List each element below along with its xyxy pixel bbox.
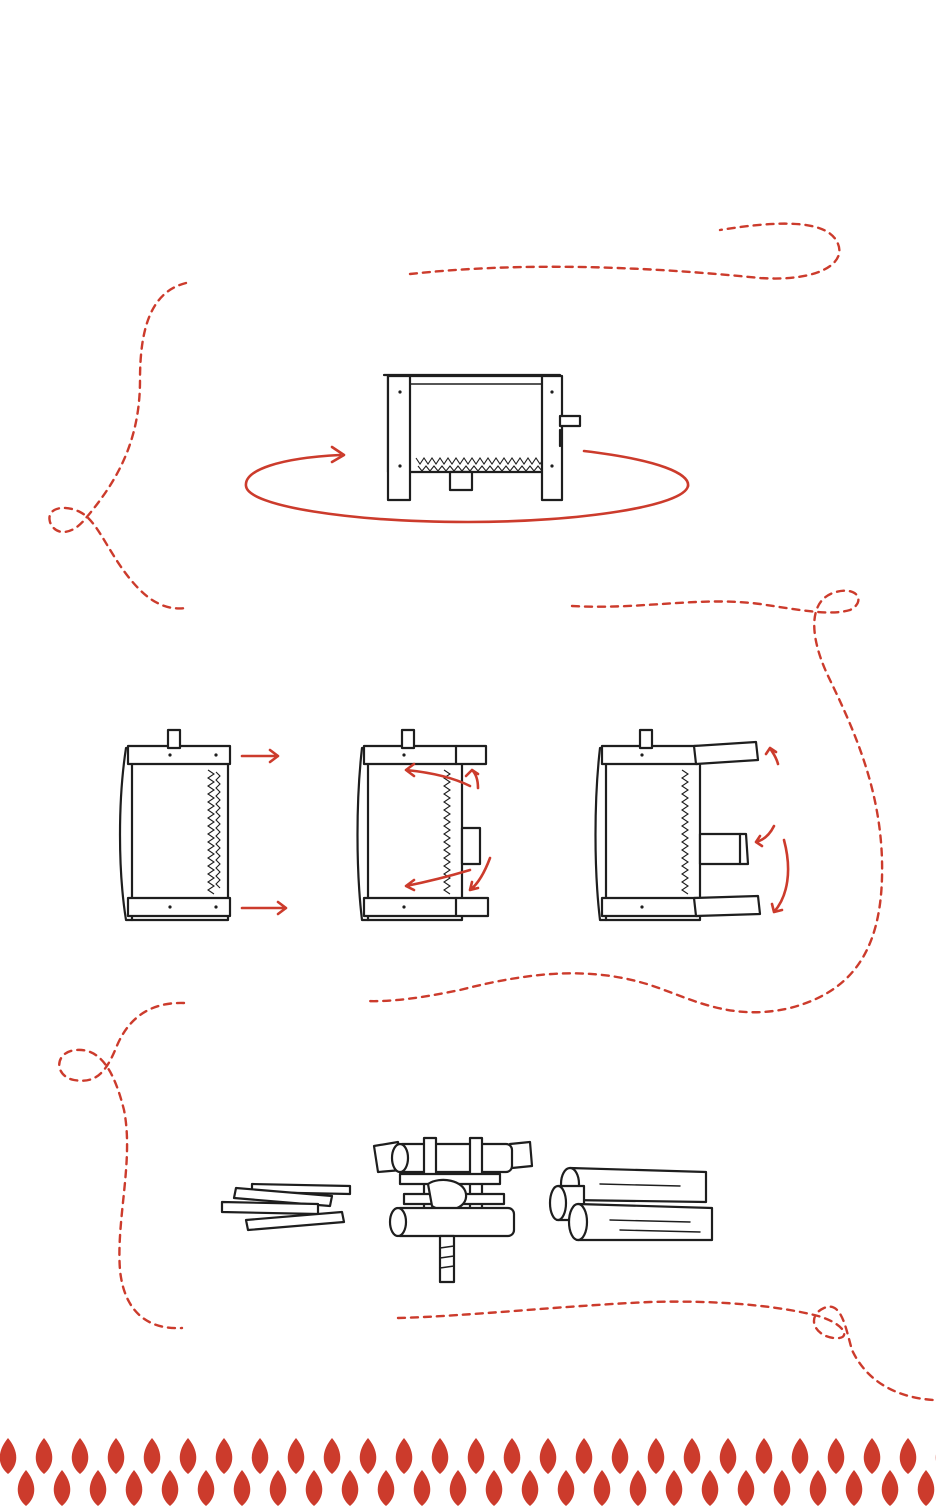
- leg-assembly-step-1: [120, 730, 286, 920]
- arrow-up-small: [766, 748, 778, 764]
- flame-diamond: [630, 1470, 647, 1506]
- flame-diamond: [432, 1438, 449, 1474]
- flame-diamond: [594, 1470, 611, 1506]
- handle-post: [168, 730, 180, 748]
- flame-diamond: [288, 1438, 305, 1474]
- flame-diamond: [306, 1470, 323, 1506]
- flame-diamond: [180, 1438, 197, 1474]
- flame-diamond: [702, 1470, 719, 1506]
- flame-diamond: [828, 1438, 845, 1474]
- flame-diamond: [144, 1438, 161, 1474]
- flame-diamond: [486, 1470, 503, 1506]
- flame-diamond: [792, 1438, 809, 1474]
- flame-diamond: [666, 1470, 683, 1506]
- flame-diamond: [720, 1438, 737, 1474]
- flame-diamond: [216, 1438, 233, 1474]
- flame-diamond: [756, 1438, 773, 1474]
- flame-diamond: [234, 1470, 251, 1506]
- flame-diamond: [774, 1470, 791, 1506]
- flame-diamond: [450, 1470, 467, 1506]
- footer-flame-pattern: [0, 1438, 936, 1506]
- log-back-right: [510, 1142, 532, 1168]
- dashed-path-left-1: [49, 283, 186, 608]
- firewood-logs-illustration: [550, 1168, 712, 1240]
- flame-diamond: [342, 1470, 359, 1506]
- flame-diamond: [90, 1470, 107, 1506]
- fire-pit-leg-left: [388, 376, 410, 500]
- dashed-path-top: [410, 224, 839, 279]
- flame-diamond: [648, 1438, 665, 1474]
- flame-diamond: [522, 1470, 539, 1506]
- flame-diamond: [378, 1470, 395, 1506]
- kindling-sticks-illustration: [222, 1184, 350, 1230]
- arrow-curve-down: [772, 840, 788, 912]
- flame-diamond: [108, 1438, 125, 1474]
- flame-diamond: [540, 1438, 557, 1474]
- arrow-right-bottom: [242, 902, 286, 914]
- dashed-path-bottom: [398, 1302, 934, 1400]
- flame-diamond: [576, 1438, 593, 1474]
- flame-diamond: [846, 1470, 863, 1506]
- flame-diamond: [54, 1470, 71, 1506]
- flame-diamond: [810, 1470, 827, 1506]
- flame-diamond: [252, 1438, 269, 1474]
- flame-diamond: [684, 1438, 701, 1474]
- side-stub: [462, 828, 480, 864]
- flame-diamond: [18, 1470, 35, 1506]
- stick-3: [222, 1202, 318, 1214]
- dashed-path-left-2: [59, 1003, 184, 1328]
- bottom-log: [394, 1208, 514, 1236]
- flame-diamond: [396, 1438, 413, 1474]
- fire-pit-base-stub: [450, 472, 472, 490]
- flame-diamond: [414, 1470, 431, 1506]
- handle-post: [640, 730, 652, 748]
- flame-diamond: [162, 1470, 179, 1506]
- starter-stick: [440, 1236, 454, 1282]
- flame-diamond: [468, 1438, 485, 1474]
- flame-diamond: [36, 1438, 53, 1474]
- fire-pit-handle: [560, 416, 580, 426]
- leg-top: [364, 746, 486, 764]
- top-log: [396, 1144, 512, 1172]
- flame-diamond: [738, 1470, 755, 1506]
- fire-structure-illustration: [374, 1138, 532, 1282]
- detached-leg-bottom: [694, 896, 760, 916]
- flame-diamond: [900, 1438, 917, 1474]
- log-bottom: [578, 1204, 712, 1240]
- flame-diamond: [558, 1470, 575, 1506]
- leg-assembly-step-2: [358, 730, 491, 920]
- flame-diamond: [918, 1470, 935, 1506]
- flame-diamond: [324, 1438, 341, 1474]
- stick-4: [246, 1212, 344, 1230]
- handle-post: [402, 730, 414, 748]
- flame-diamond: [360, 1438, 377, 1474]
- fire-pit-rotate-illustration: [246, 375, 688, 522]
- flame-diamond: [198, 1470, 215, 1506]
- arrow-right-top: [242, 750, 278, 762]
- flame-diamond: [504, 1438, 521, 1474]
- flame-diamond: [270, 1470, 287, 1506]
- detached-leg-top: [694, 742, 758, 764]
- leg-bottom: [602, 898, 698, 916]
- flame-diamond: [882, 1470, 899, 1506]
- flame-diamond: [126, 1470, 143, 1506]
- tinder-bundle: [428, 1180, 466, 1210]
- leg-bottom: [364, 898, 488, 916]
- flame-diamond: [0, 1438, 16, 1474]
- flame-diamond: [864, 1438, 881, 1474]
- leg-assembly-step-3: [596, 730, 789, 920]
- rotation-ellipse-back: [584, 451, 688, 486]
- flame-diamond: [612, 1438, 629, 1474]
- arrow-left-mid: [756, 826, 774, 846]
- flame-diamond: [72, 1438, 89, 1474]
